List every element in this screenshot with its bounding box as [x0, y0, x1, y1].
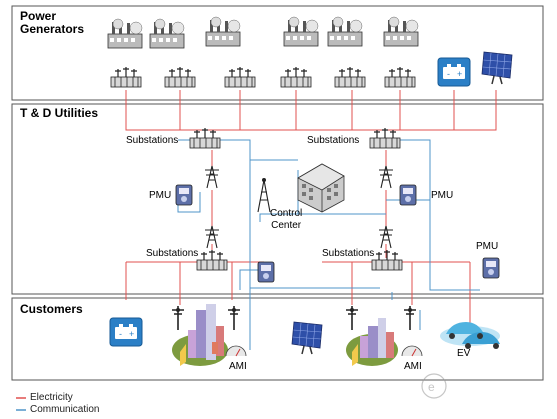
substations-top-left-label: Substations [126, 135, 179, 146]
substations-bottom-left-label: Substations [146, 248, 199, 259]
ami-left-label: AMI [229, 361, 247, 372]
customers-title: Customers [20, 302, 83, 316]
customers-section [11, 297, 544, 381]
power-generators-section [11, 5, 544, 101]
td-utilities-title: T & D Utilities [20, 106, 99, 120]
power-generators-title: Power Generators [20, 9, 85, 36]
legend-communication-label: Communication [30, 404, 100, 415]
distribution-pole-icon [403, 305, 417, 331]
pmu-bottom-right-label: PMU [476, 241, 499, 252]
battery-storage-icon [437, 57, 471, 87]
ami-right-label: AMI [404, 361, 422, 372]
generator-substation [224, 66, 256, 88]
watermark-logo-icon: e [421, 373, 447, 399]
pmu-bottom-right-icon [482, 257, 500, 279]
pmu-right-icon [399, 184, 417, 206]
generator-plant-4 [283, 16, 319, 47]
generator-substation [110, 66, 142, 88]
smart-meter-right-icon [401, 345, 423, 357]
generator-plant-6 [383, 16, 419, 47]
pmu-left-label: PMU [149, 190, 172, 201]
generator-substation [334, 66, 366, 88]
transmission-tower-icon [378, 165, 394, 189]
radio-tower-icon [257, 178, 271, 213]
substations-bottom-right-label: Substations [322, 248, 375, 259]
substation-bottom-left-icon [196, 249, 228, 271]
distribution-pole-icon [227, 305, 241, 331]
generator-plant-1 [107, 18, 143, 49]
substations-top-right-label: Substations [307, 135, 360, 146]
customer-solar-panel-icon [291, 321, 323, 355]
transmission-tower-icon [204, 165, 220, 189]
distribution-pole-icon [345, 305, 359, 331]
control-center-icon [297, 163, 345, 213]
generator-substation [280, 66, 312, 88]
generator-substation [164, 66, 196, 88]
generator-plant-3 [205, 16, 241, 47]
customer-battery-icon [109, 317, 143, 347]
electric-vehicles-icon [440, 322, 500, 349]
control-center-label: Control Center [270, 208, 303, 231]
substation-top-left-icon [189, 127, 221, 149]
distribution-pole-icon [171, 305, 185, 331]
city-buildings-right-icon [346, 318, 398, 366]
city-buildings-left-icon [172, 304, 228, 366]
generator-plant-2 [149, 18, 185, 49]
pmu-bottom-left-icon [257, 261, 275, 283]
pmu-right-label: PMU [431, 190, 454, 201]
substation-top-right-icon [369, 127, 401, 149]
generator-substation [384, 66, 416, 88]
smart-meter-left-icon [225, 345, 247, 357]
generator-plant-5 [327, 16, 363, 47]
legend-electricity-label: Electricity [30, 392, 73, 403]
solar-panel-icon [481, 51, 513, 85]
svg-text:e: e [428, 380, 435, 394]
pmu-left-icon [175, 184, 193, 206]
td-utilities-section [11, 103, 544, 295]
substation-bottom-right-icon [371, 249, 403, 271]
ev-label: EV [457, 348, 471, 359]
